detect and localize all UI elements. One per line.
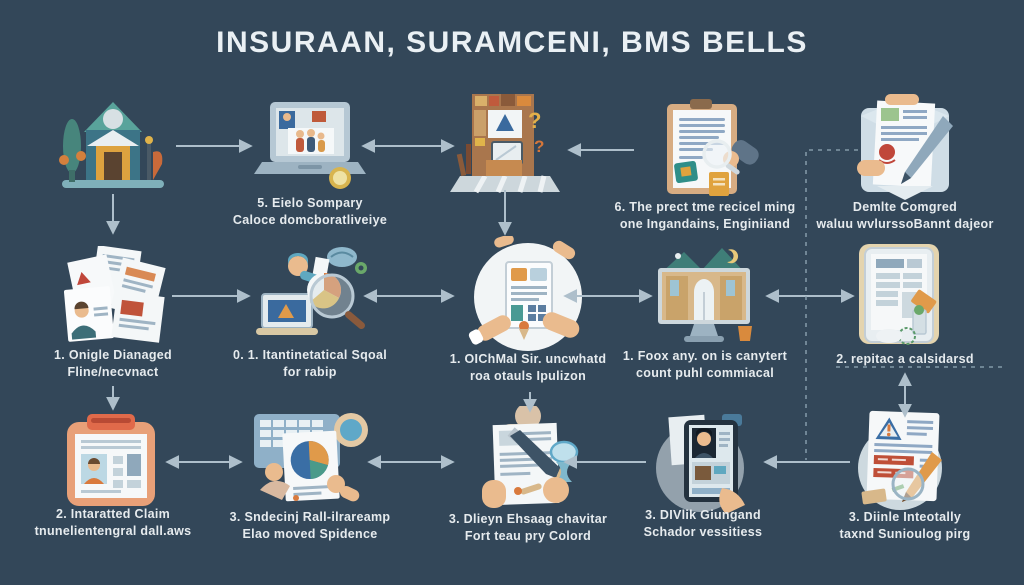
cell-laptop-enrollment [248, 96, 372, 194]
cell-claim-record [61, 410, 165, 510]
evidence-charts-icon [254, 413, 368, 502]
cell-claims-analysis [248, 244, 372, 350]
caption-line: roa otauls Ipulizon [469, 369, 587, 383]
insurance-building-icon [59, 102, 164, 188]
caption-line: Caloce domcboratliveiye [232, 213, 388, 227]
caption-line: 2. Intaratted Claim [55, 507, 171, 521]
caption-line: one Ingandains, Enginiiand [619, 217, 791, 231]
magnifier-icon [702, 139, 732, 169]
cell-insurance-building [50, 90, 176, 192]
cell-caption: 5. Eielo Sompary Caloce domcboratliveiye [200, 195, 420, 229]
caption-line: Fline/necvnact [67, 365, 159, 379]
cell-caption: 6. The prect tme recicel ming one Ingand… [595, 199, 815, 233]
magnifier-icon [891, 467, 925, 501]
bucket-icon [738, 326, 752, 341]
property-assessment-icon [658, 248, 752, 342]
cell-caption: 2. Intaratted Claim tnunelientengral dal… [3, 506, 223, 540]
inspection-report-icon [667, 99, 759, 196]
caption-line: 3. Diinle Inteotally [848, 510, 962, 524]
caption-line: 6. The prect tme recicel ming [614, 200, 796, 214]
caption-line: 3. DIVlik Giungand [645, 508, 761, 522]
mobile-contact-icon [656, 414, 745, 514]
cell-caption: 3. Sndecinj Rall-ilrareamp Elao moved Sp… [200, 509, 420, 543]
cell-caption: 3. DIVlik Giungand Schador vessitiess [593, 507, 813, 541]
laptop-enrollment-icon [254, 102, 366, 189]
caption-line: 3. Sndecinj Rall-ilrareamp [229, 510, 391, 524]
caption-line: 0. 1. Itantinetatical Sqoal [233, 348, 387, 362]
caption-line: Elao moved Spidence [242, 527, 378, 541]
cell-clipboard-review [466, 236, 590, 358]
fraud-review-icon [858, 410, 942, 510]
cell-caption: 1. Onigle Dianaged Fline/necvnact [3, 347, 223, 381]
clipboard-review-icon [468, 236, 582, 351]
cell-mobile-contact [648, 408, 762, 516]
magnifier-icon [309, 273, 355, 319]
seal-icon [879, 144, 895, 160]
claim-record-icon [67, 414, 155, 506]
pen-icon [510, 430, 560, 478]
cell-fraud-review [848, 406, 962, 514]
cell-caption: 1. OIChMal Sir. uncwhatd roa otauls Ipul… [418, 351, 638, 385]
question-mark-icon: ? [528, 108, 541, 133]
caption-line: 3. Dlieyn Ehsaag chavitar [448, 512, 608, 526]
warning-triangle-icon [496, 114, 514, 131]
hourglass-icon [549, 440, 579, 464]
caption-line: 5. Eielo Sompary [257, 196, 363, 210]
cell-digital-form [843, 240, 957, 352]
cell-caption: 1. Foox any. on is canytert count puhl c… [595, 348, 815, 382]
claims-analysis-icon [256, 247, 367, 335]
caption-line: count puhl commiacal [636, 366, 774, 380]
caption-line: Schador vessitiess [643, 525, 763, 539]
page-title: INSURAAN, SURAMCENI, BMS BELLS [216, 26, 808, 59]
signed-document-icon [857, 94, 953, 200]
caption-line: 2. repitac a calsidarsd [836, 352, 974, 366]
cell-cluttered-storage: ? ? [442, 88, 568, 196]
caption-line: tnunelientengral dall.aws [34, 524, 192, 538]
question-mark-icon: ? [534, 137, 544, 156]
cell-caption: 3. Dlieyn Ehsaag chavitar Fort teau pry … [418, 511, 638, 545]
cell-document-signing [468, 406, 588, 518]
claim-papers-icon [63, 246, 166, 343]
caption-line: taxnd Sunioulog pirg [839, 527, 971, 541]
cluttered-storage-icon: ? ? [450, 94, 560, 194]
digital-form-icon [859, 244, 939, 345]
caption-line: Demlte Comgred [852, 200, 958, 214]
caption-line: Fort teau pry Colord [464, 529, 592, 543]
caption-line: 1. Foox any. on is canytert [622, 349, 788, 363]
cell-inspection-report [643, 96, 763, 204]
pen-icon [901, 116, 953, 184]
cell-property-assessment [646, 244, 764, 350]
caption-line: 1. Onigle Dianaged [54, 348, 172, 362]
cell-caption: 3. Diinle Inteotally taxnd Sunioulog pir… [795, 509, 1015, 543]
caption-line: 1. OIChMal Sir. uncwhatd [449, 352, 607, 366]
cell-claim-papers [52, 246, 174, 346]
cell-caption: Demlte Comgred waluu wvlurssoBannt dajeo… [795, 199, 1015, 233]
cell-caption: 0. 1. Itantinetatical Sqoal for rabip [200, 347, 420, 381]
caption-line: waluu wvlurssoBannt dajeor [816, 217, 994, 231]
document-signing-icon [482, 406, 579, 508]
cell-signed-document [843, 94, 967, 206]
caption-line: for rabip [283, 365, 337, 379]
cell-caption: 2. repitac a calsidarsd [795, 351, 1015, 368]
cell-evidence-charts [246, 406, 372, 512]
